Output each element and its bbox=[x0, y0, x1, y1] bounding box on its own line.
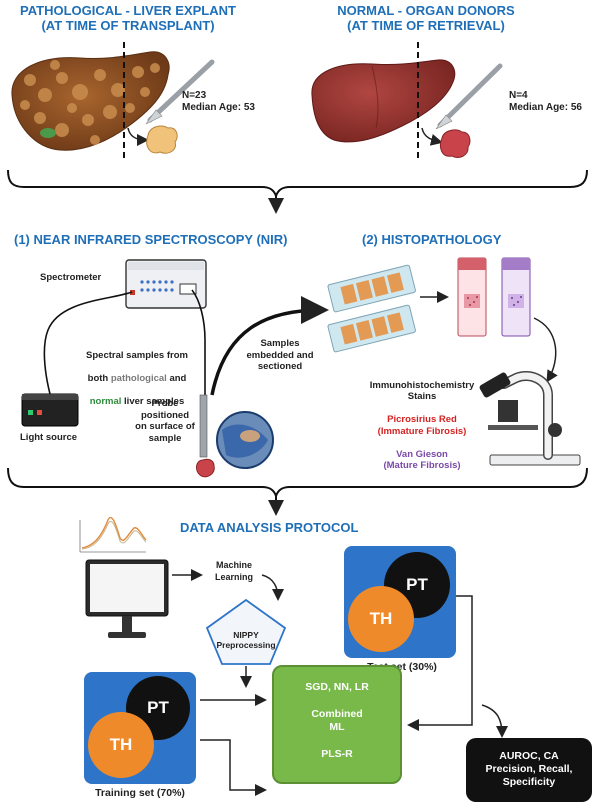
test-set-box: PT TH bbox=[344, 546, 456, 658]
computer-monitor bbox=[85, 559, 169, 638]
th-circle-training: TH bbox=[88, 712, 154, 778]
normal-stats: N=4 Median Age: 56 bbox=[509, 90, 582, 113]
nippy-pentagon bbox=[205, 598, 287, 665]
normal-sample-tissue bbox=[439, 129, 471, 159]
spectral-samples-label: Spectral samples from both pathological … bbox=[72, 338, 202, 407]
normal-header: NORMAL - ORGAN DONORS (AT TIME OF RETRIE… bbox=[337, 3, 515, 33]
probe-illustration bbox=[195, 394, 215, 478]
training-set-label: Training set (70%) bbox=[95, 787, 185, 799]
curved-arrow-to-slides bbox=[210, 296, 329, 396]
bracket-2 bbox=[7, 467, 588, 500]
probe-label: Probe positioned on surface of sample bbox=[135, 398, 195, 444]
normal-liver-illustration bbox=[311, 59, 456, 143]
nippy-label: NIPPY Preprocessing bbox=[216, 630, 276, 650]
pathological-header: PATHOLOGICAL - LIVER EXPLANT (AT TIME OF… bbox=[20, 3, 236, 33]
arrow-to-microscope bbox=[533, 317, 558, 383]
spectrometer-device bbox=[125, 259, 207, 309]
van-gieson-label: Van Gieson (Mature Fibrosis) bbox=[383, 448, 461, 472]
light-source-device bbox=[21, 393, 79, 427]
spectrum-mini-plot bbox=[79, 516, 147, 553]
scalpel-illustration-2 bbox=[435, 63, 503, 130]
combined-ml-label: Combined ML bbox=[311, 708, 363, 733]
pathological-liver-illustration bbox=[11, 51, 170, 151]
cable-light bbox=[43, 291, 133, 395]
spectral-and: and bbox=[166, 372, 187, 384]
spectral-normal: normal bbox=[89, 395, 122, 407]
pls-r-label: PLS-R bbox=[321, 748, 353, 760]
training-set-box: PT TH bbox=[84, 672, 196, 784]
bracket-1 bbox=[7, 169, 588, 200]
histology-slides bbox=[327, 264, 416, 353]
ihc-label: Immunohistochemistry Stains Picrosirius … bbox=[356, 368, 488, 483]
pathological-stats: N=23 Median Age: 53 bbox=[182, 90, 255, 113]
scalpel-illustration-1 bbox=[145, 59, 215, 125]
spectral-rest: liver samples bbox=[121, 395, 185, 407]
th-circle-test: TH bbox=[348, 586, 414, 652]
ml-models-list: SGD, NN, LR bbox=[305, 681, 369, 693]
ml-models-box: SGD, NN, LR Combined ML PLS-R bbox=[272, 665, 402, 784]
picrosirius-label: Picrosirius Red (Immature Fibrosis) bbox=[377, 414, 467, 437]
cable-probe bbox=[191, 289, 206, 440]
arrow-ml-to-nippy bbox=[261, 574, 284, 601]
machine-learning-label: Machine Learning bbox=[214, 560, 253, 582]
pathological-sample-tissue bbox=[146, 125, 178, 154]
data-analysis-header: DATA ANALYSIS PROTOCOL bbox=[180, 520, 359, 535]
microscope-illustration bbox=[479, 371, 581, 466]
spectral-pathological: pathological bbox=[110, 372, 167, 384]
nir-header: (1) NEAR INFRARED SPECTROSCOPY (NIR) bbox=[14, 232, 288, 247]
histopathology-header: (2) HISTOPATHOLOGY bbox=[362, 232, 502, 247]
ihc-title: Immunohistochemistry Stains bbox=[369, 379, 475, 403]
samples-embedded-label: Samples embedded and sectioned bbox=[246, 338, 314, 372]
light-source-label: Light source bbox=[20, 432, 78, 443]
sample-arrow bbox=[127, 127, 149, 146]
arrow-training-loop bbox=[200, 739, 267, 796]
probe-photo-inset bbox=[216, 411, 274, 469]
connector-test-to-ml bbox=[407, 595, 473, 731]
picrosirius-stained-slide bbox=[457, 257, 487, 337]
spectral-both: both bbox=[87, 372, 111, 384]
metrics-label: AUROC, CA Precision, Recall, Specificity bbox=[485, 750, 573, 788]
spectral-line-1: Spectral samples from bbox=[86, 349, 188, 361]
sample-arrow-2 bbox=[421, 127, 443, 146]
arrow-to-metrics bbox=[481, 704, 508, 738]
van-gieson-stained-slide bbox=[501, 257, 531, 337]
metrics-box: AUROC, CA Precision, Recall, Specificity bbox=[466, 738, 592, 802]
spectrometer-label: Spectrometer bbox=[40, 272, 102, 283]
